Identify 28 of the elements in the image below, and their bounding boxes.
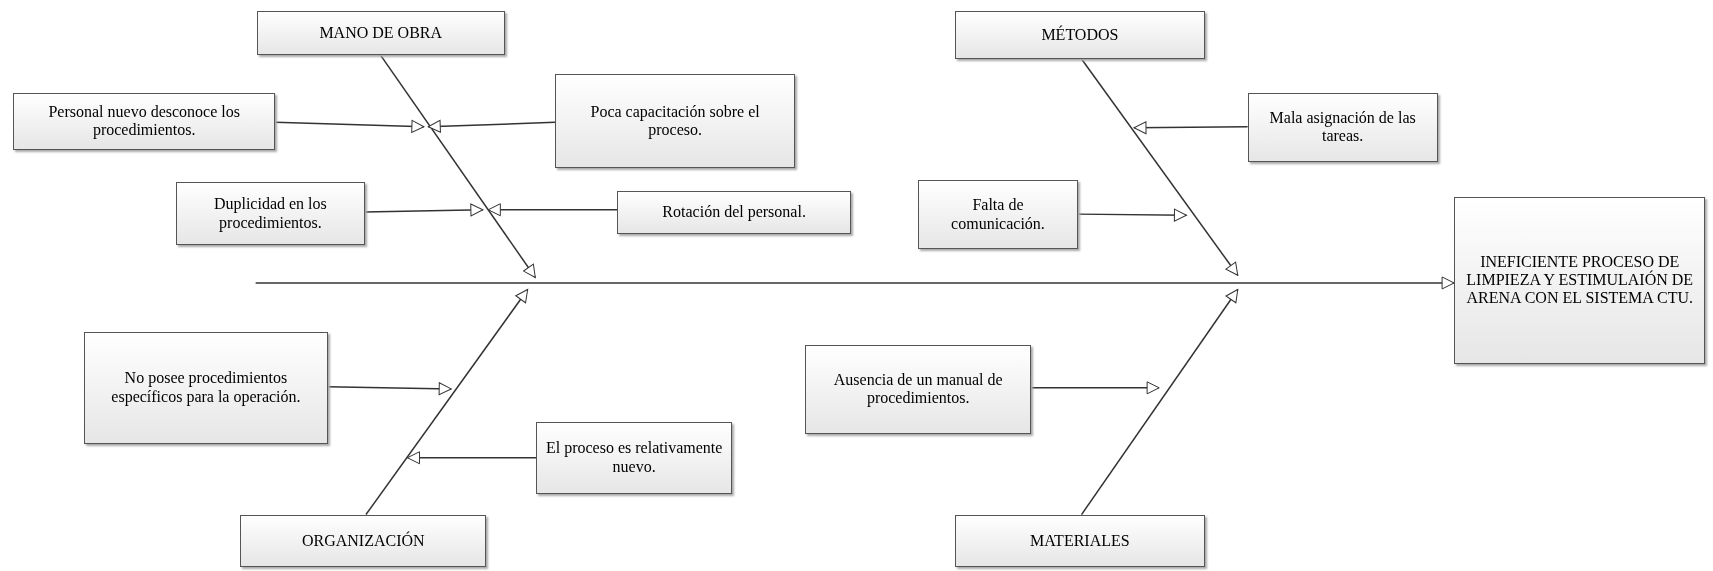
arrow [1080, 58, 1239, 277]
arrow [1077, 208, 1188, 222]
arrow [1030, 381, 1160, 395]
cause-box: Personal nuevo desconoce los procedimientos. [13, 92, 276, 150]
effect-box: INEFICIENTE PROCESO DE LIMPIEZA Y ESTIMULAIÓN DE ARENA CON EL SISTEMA CTU. [1454, 196, 1706, 364]
arrow [427, 119, 556, 133]
arrow [379, 53, 537, 279]
cause-box: Ausencia de un manual de procedimientos. [805, 345, 1032, 434]
cause-box: Duplicidad en los procedimientos. [175, 182, 365, 245]
category-box: MANO DE OBRA [256, 10, 505, 55]
arrow [487, 203, 618, 217]
arrow [406, 451, 538, 465]
arrow [364, 203, 484, 217]
arrow [254, 276, 1455, 290]
arrow [327, 382, 452, 396]
category-box: ORGANIZACIÓN [240, 514, 487, 567]
category-box: MATERIALES [954, 514, 1205, 567]
arrow [1080, 288, 1239, 516]
cause-box: Poca capacitación sobre el proceso. [554, 74, 796, 169]
cause-box: No posee procedimientos específicos para la operación. [84, 332, 328, 444]
cause-box: El proceso es relativamente nuevo. [536, 421, 732, 494]
cause-box: Mala asignación de las tareas. [1247, 92, 1438, 162]
arrow [365, 288, 529, 516]
category-box: MÉTODOS [954, 10, 1205, 59]
arrow [274, 119, 425, 133]
cause-box: Rotación del personal. [617, 191, 851, 234]
arrow [1133, 121, 1249, 135]
cause-box: Falta de comunicación. [917, 180, 1079, 250]
